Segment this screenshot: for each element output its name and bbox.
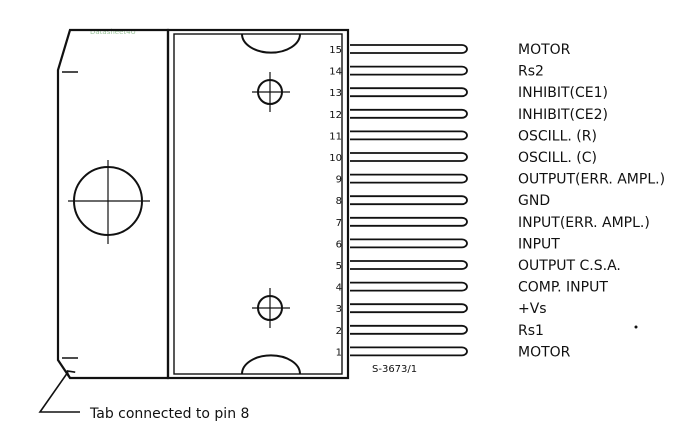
pin-label: OSCILL. (R) — [518, 128, 597, 144]
pin-label: MOTOR — [518, 344, 571, 360]
pin-lead — [350, 65, 468, 76]
pin-number: 9 — [336, 175, 342, 186]
pin-number: 10 — [329, 153, 342, 164]
pin-lead — [350, 152, 468, 162]
pin-lead — [350, 260, 468, 270]
package-body-outer — [166, 28, 350, 380]
pin-number: 6 — [336, 239, 342, 250]
package-body-inner — [173, 33, 343, 375]
pin-number: 7 — [336, 218, 342, 229]
pin-number: 11 — [329, 131, 342, 142]
pin-label: OUTPUT C.S.A. — [518, 258, 621, 274]
pin-lead — [350, 44, 468, 54]
pin-lead — [350, 303, 468, 314]
pin-number: 15 — [329, 45, 342, 56]
pin-label: INHIBIT(CE2) — [518, 107, 608, 123]
pin-lead — [350, 238, 468, 249]
pin-lead — [350, 346, 468, 357]
pin-number: 13 — [329, 88, 342, 99]
pin-label: Rs2 — [518, 64, 544, 80]
pin-lead — [350, 130, 468, 141]
pin-number: 3 — [336, 304, 342, 315]
pin-lead — [350, 108, 468, 119]
reference-code: S-3673/1 — [372, 364, 417, 375]
pin-label: INHIBIT(CE1) — [518, 85, 608, 101]
pin-number: 2 — [336, 326, 342, 337]
pin-lead — [350, 195, 468, 206]
pin-label: +Vs — [518, 301, 547, 317]
pin-lead — [350, 87, 468, 98]
pin-label: OUTPUT(ERR. AMPL.) — [518, 172, 665, 188]
bottom-notch — [241, 354, 301, 375]
pin-label: COMP. INPUT — [518, 280, 608, 296]
pin-number: 5 — [336, 261, 342, 272]
top-notch — [241, 33, 301, 54]
tab-callout-arrow — [38, 372, 80, 413]
tab-note: Tab connected to pin 8 — [89, 406, 249, 422]
stray-dot — [634, 325, 638, 329]
pin-label: INPUT(ERR. AMPL.) — [518, 215, 650, 231]
pin-number: 4 — [336, 283, 342, 294]
pin-lead — [350, 324, 468, 335]
body-hole-bottom — [252, 288, 290, 328]
pin-number: 14 — [329, 67, 342, 78]
tab-mounting-hole — [68, 160, 150, 244]
pin-leads — [350, 44, 468, 357]
pin-label: Rs1 — [518, 323, 544, 339]
pin-label: MOTOR — [518, 42, 571, 58]
pin-numbers: 15 14 13 12 11 10 9 8 7 6 5 4 3 2 1 — [329, 45, 342, 358]
pin-lead — [350, 281, 468, 292]
pin-label: OSCILL. (C) — [518, 150, 597, 166]
pin-lead — [350, 216, 468, 227]
body-hole-top — [252, 72, 290, 112]
pin-number: 12 — [329, 110, 342, 121]
pin-number: 1 — [336, 347, 342, 358]
pin-label: GND — [518, 193, 550, 209]
pin-label: INPUT — [518, 236, 560, 252]
watermark: Datasheet4U — [90, 28, 136, 36]
pin-lead — [350, 173, 468, 184]
pin-number: 8 — [336, 196, 342, 207]
